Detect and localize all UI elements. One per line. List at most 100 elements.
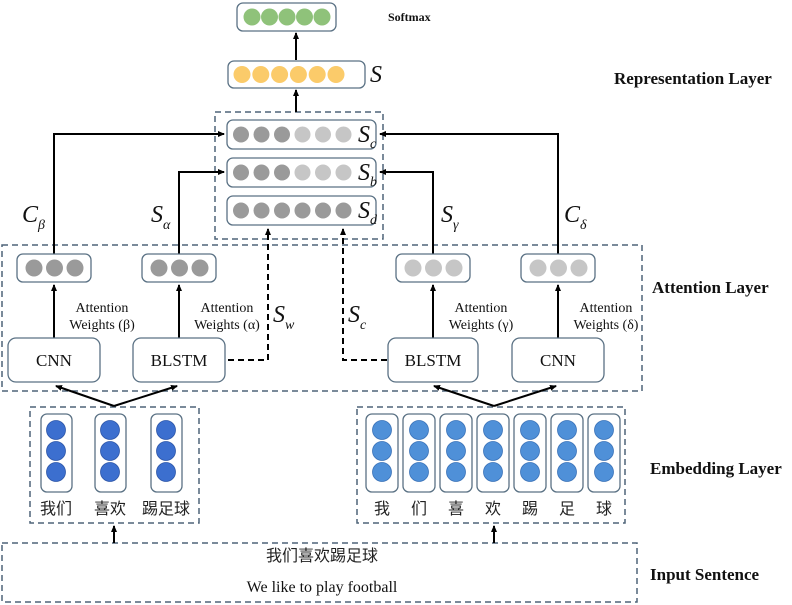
attention-neuron: [445, 259, 463, 277]
s-neuron: [233, 66, 251, 83]
s-gamma-label: Sγ: [441, 202, 459, 233]
word-embedding-column: 踢足球: [142, 413, 190, 518]
attention-neuron: [191, 259, 209, 277]
word-embedding-neuron: [100, 420, 120, 440]
sc-label: Sc: [358, 122, 377, 152]
word-token: 喜欢: [94, 499, 126, 518]
s-alpha-label: Sα: [151, 202, 171, 233]
sb-label: Sb: [358, 160, 377, 190]
attention-weights-label-line1: Attention: [580, 301, 633, 316]
char-embedding-neuron: [372, 420, 392, 440]
char-token: 球: [596, 499, 612, 518]
attention-output-vector: [395, 253, 471, 283]
embedding-layer-label: Embedding Layer: [650, 459, 782, 478]
input-sentence-box: [1, 542, 638, 603]
char-token: 们: [411, 499, 427, 518]
attention-neuron: [404, 259, 422, 277]
input-sentence-label: Input Sentence: [650, 565, 760, 584]
attention-neuron: [46, 259, 63, 277]
arrow-char-emb-to-cnn: [493, 384, 557, 407]
representation-group-box: [214, 111, 384, 240]
char-embedding-neuron: [594, 420, 614, 440]
arrow-s-alpha: [178, 169, 225, 255]
sc-vector: [226, 119, 377, 150]
s-neuron: [252, 66, 270, 83]
attention-weights-label-line2: Weights (α): [194, 318, 260, 333]
sc-neuron: [274, 126, 290, 143]
attention-output-vector: [16, 253, 92, 283]
s-representation-vector: [227, 60, 366, 89]
sb-neuron: [233, 164, 249, 181]
attention-output-vector: [141, 253, 217, 283]
char-embedding-neuron: [372, 462, 392, 482]
arrow-s-gamma: [379, 169, 434, 255]
attention-weights-label-line2: Weights (β): [69, 318, 135, 333]
char-embedding-neuron: [409, 441, 429, 461]
sb-vector: [226, 157, 377, 188]
sb-neuron: [274, 164, 290, 181]
char-embedding-neuron: [483, 420, 503, 440]
word-embedding-group-box: [29, 406, 200, 524]
char-embedding-neuron: [520, 441, 540, 461]
module-box: [387, 337, 479, 383]
sd-vector: [226, 195, 377, 226]
arrow-word-emb-to-cnn: [55, 385, 115, 407]
module-label: CNN: [540, 351, 576, 370]
word-embedding-neuron: [100, 441, 120, 461]
softmax-output-vector: [236, 2, 337, 32]
word-embedding-column: 喜欢: [94, 413, 127, 518]
sd-neuron: [335, 202, 352, 219]
attention-neuron: [570, 259, 588, 277]
module-box: [132, 337, 226, 383]
sd-label: Sd: [358, 198, 378, 228]
char-token: 欢: [485, 499, 501, 518]
char-embedding-column: 球: [587, 413, 621, 518]
s-w-label: Sw: [273, 302, 295, 333]
c-beta-label: Cβ: [22, 202, 45, 233]
sc-neuron: [253, 126, 270, 143]
module-box: [511, 337, 605, 383]
sd-neuron: [253, 202, 270, 219]
module-label: BLSTM: [151, 351, 208, 370]
sb-neuron: [294, 164, 311, 181]
char-embedding-neuron: [557, 462, 577, 482]
s-label: S: [370, 62, 382, 88]
char-token: 我: [374, 499, 390, 518]
arrow-s-w: [228, 228, 271, 361]
char-embedding-neuron: [446, 420, 466, 440]
char-embedding-neuron: [409, 462, 429, 482]
module-label: CNN: [36, 351, 72, 370]
attention-neuron: [150, 259, 168, 277]
char-embedding-neuron: [483, 462, 503, 482]
word-embedding-neuron: [156, 462, 176, 482]
attention-neuron: [425, 259, 442, 277]
attention-neuron: [550, 259, 567, 277]
word-token: 踢足球: [142, 499, 190, 518]
sb-neuron: [335, 164, 352, 181]
sb-neuron: [315, 164, 331, 181]
attention-neuron: [529, 259, 547, 277]
char-token: 足: [559, 499, 575, 518]
char-embedding-column: 欢: [476, 413, 510, 518]
module-label: BLSTM: [405, 351, 462, 370]
representation-layer-label: Representation Layer: [614, 69, 772, 88]
attention-neuron: [66, 259, 84, 277]
sd-neuron: [233, 202, 249, 219]
s-c-dashed-label: Sc: [348, 302, 367, 333]
arrow-s-c: [340, 228, 387, 361]
word-embedding-neuron: [46, 441, 66, 461]
attention-neuron: [171, 259, 188, 277]
module-box: [7, 337, 101, 383]
char-embedding-column: 喜: [439, 413, 473, 518]
input-english-sentence: We like to play football: [247, 579, 398, 596]
char-embedding-column: 我: [365, 413, 399, 518]
softmax-neuron: [313, 8, 331, 26]
attention-output-vector: [520, 253, 596, 283]
s-neuron: [289, 66, 307, 83]
s-neuron: [271, 66, 289, 83]
